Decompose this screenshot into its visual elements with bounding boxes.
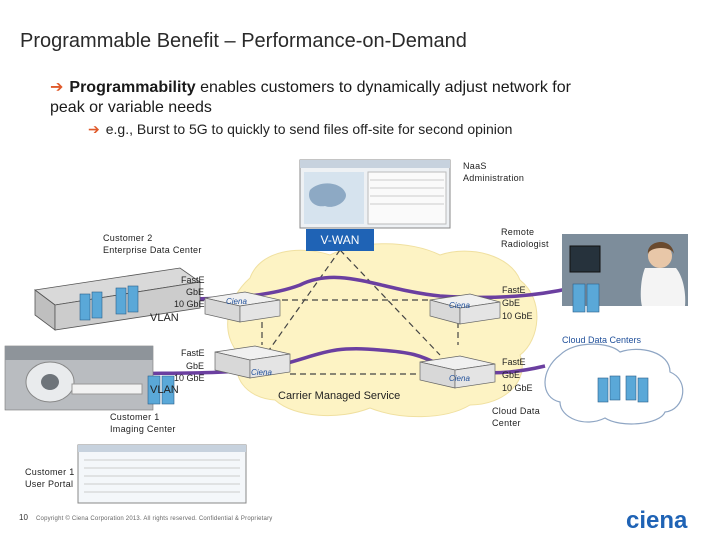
cloud-data-centers-label: Cloud Data Centers <box>562 335 642 345</box>
customer2-line1: Customer 2 <box>103 233 153 243</box>
cloud-dc-line1: Cloud Data <box>492 406 541 416</box>
bullet-text: enables customers to dynamically adjust … <box>50 79 571 116</box>
ciena-logo: ciena <box>612 502 712 536</box>
port-label: GbE <box>186 361 205 371</box>
logo-text: ciena <box>626 507 688 534</box>
port-label: GbE <box>186 287 205 297</box>
port-label: FastE <box>181 348 205 358</box>
user-portal-screenshot <box>77 444 247 504</box>
port-label: 10 GbE <box>174 299 205 309</box>
carrier-managed-label: Carrier Managed Service <box>278 390 401 402</box>
customer1-server-icon <box>147 375 175 405</box>
bullet-programmability: ➔ Programmability enables customers to dy… <box>50 78 610 118</box>
port-label: 10 GbE <box>502 311 533 321</box>
port-label: FastE <box>502 357 526 367</box>
port-label: 10 GbE <box>174 373 205 383</box>
dashed-link <box>261 249 341 361</box>
naas-admin-screenshot <box>299 159 451 229</box>
portal-line1: Customer 1 <box>25 467 75 477</box>
vwan-box: V-WAN <box>306 229 374 251</box>
remote-line1: Remote <box>501 227 535 237</box>
data-center-rack-icon <box>33 267 202 331</box>
port-label: FastE <box>502 285 526 295</box>
arrow-icon: ➔ <box>50 79 64 96</box>
remote-radiologist-label: Remote Radiologist <box>501 226 549 250</box>
arrow-icon: ➔ <box>88 121 100 137</box>
imaging-center-image <box>4 345 154 411</box>
radiologist-image <box>562 234 688 306</box>
naas-line2: Administration <box>463 173 525 183</box>
portal-line2: User Portal <box>25 479 74 489</box>
port-label: 10 GbE <box>502 383 533 393</box>
user-portal-label: Customer 1 User Portal <box>25 466 75 490</box>
dashed-link <box>339 249 441 356</box>
customer2-label: Customer 2 Enterprise Data Center <box>103 232 202 256</box>
copyright-text: Copyright © Ciena Corporation 2013. All … <box>36 516 273 522</box>
bullet-bold-text: Programmability <box>69 79 196 96</box>
cloud-data-center-icon <box>544 343 684 425</box>
sub-bullet-text: e.g., Burst to 5G to quickly to send fil… <box>105 121 513 137</box>
port-label: GbE <box>502 298 521 308</box>
customer1-line2: Imaging Center <box>110 424 176 434</box>
cloud-dc-label: Cloud Data Center <box>492 405 540 429</box>
naas-label: NaaS Administration <box>463 160 524 184</box>
device-brand-label: Ciena <box>449 374 470 383</box>
page-number: 10 <box>19 513 28 522</box>
device-brand-label: Ciena <box>449 301 470 310</box>
port-label: GbE <box>502 370 521 380</box>
vlan-label: VLAN <box>150 384 179 396</box>
device-brand-label: Ciena <box>251 368 272 377</box>
device-brand-label: Ciena <box>226 297 247 306</box>
remote-line2: Radiologist <box>501 239 549 249</box>
ciena-device-top-right <box>429 293 501 325</box>
vlan-label: VLAN <box>150 312 179 324</box>
sub-bullet-example: ➔ e.g., Burst to 5G to quickly to send fi… <box>88 121 512 138</box>
radiologist-workstation-icon <box>572 283 600 313</box>
customer1-line1: Customer 1 <box>110 412 160 422</box>
port-label: FastE <box>181 275 205 285</box>
customer1-label: Customer 1 Imaging Center <box>110 411 176 435</box>
ciena-device-bottom-left <box>214 345 291 379</box>
ciena-device-bottom-right <box>419 355 496 389</box>
ciena-device-top-left <box>204 291 281 323</box>
customer2-line2: Enterprise Data Center <box>103 245 202 255</box>
slide-title: Programmable Benefit – Performance-on-De… <box>20 30 467 52</box>
cloud-dc-line2: Center <box>492 418 521 428</box>
naas-line1: NaaS <box>463 161 487 171</box>
